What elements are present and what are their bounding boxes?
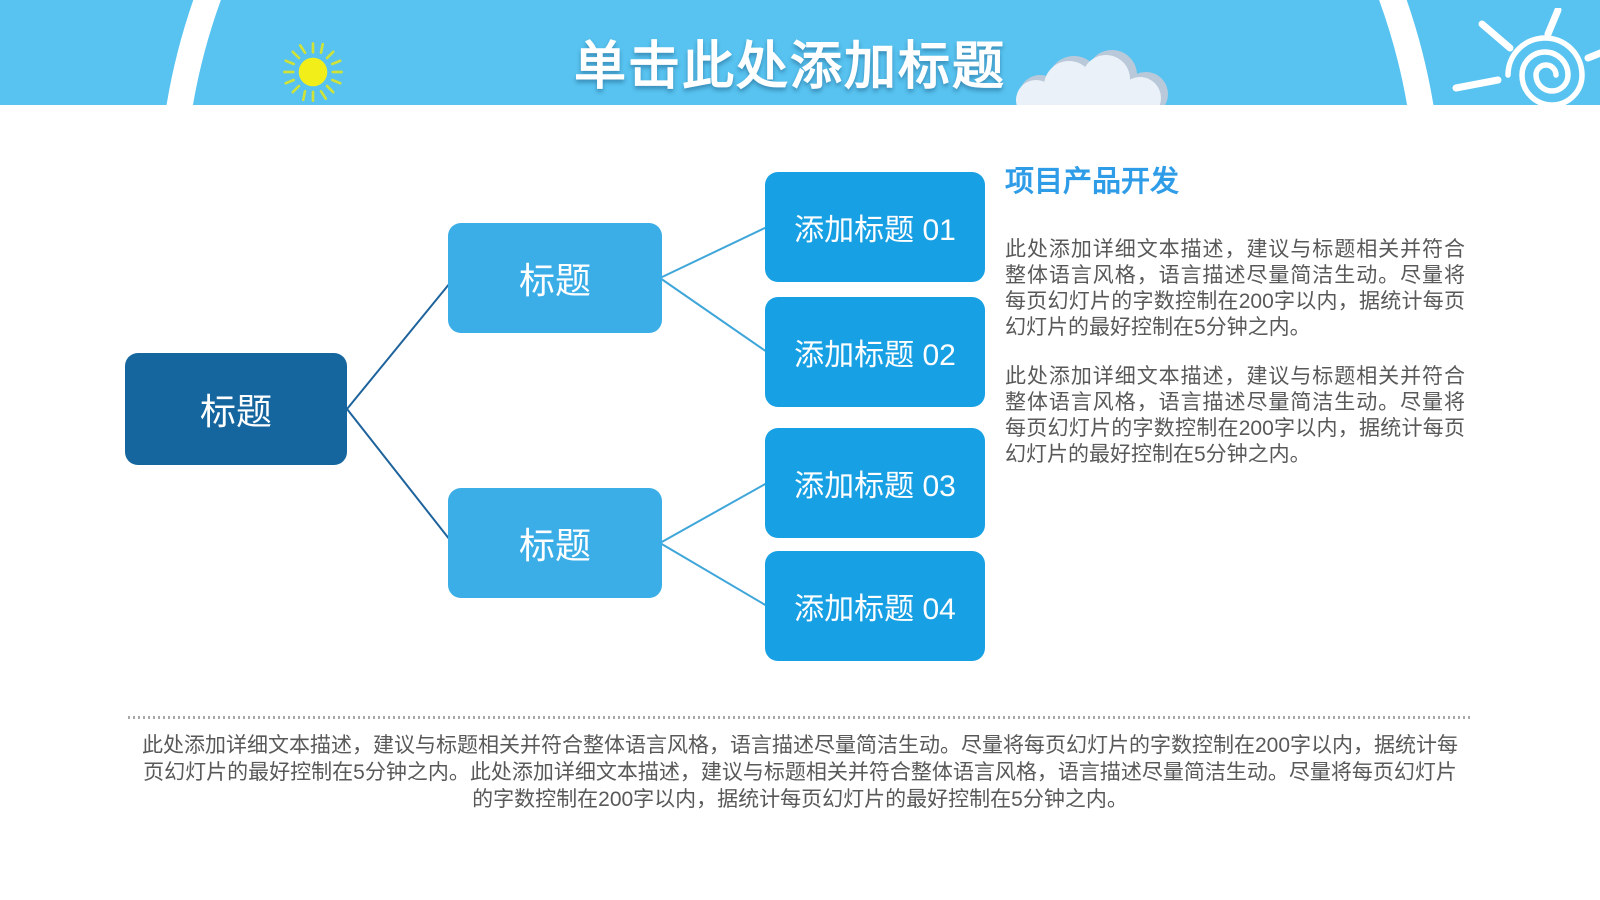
diagram-root-label: 标题 (199, 391, 272, 432)
diagram-leaf-label-3: 添加标题 03 (794, 470, 956, 503)
sun-icon (283, 42, 343, 102)
cloud-icon (1016, 50, 1168, 105)
diagram-leaf-box-2: 添加标题 02 (765, 297, 985, 407)
diagram-leaf-label-4: 添加标题 04 (794, 593, 956, 626)
section-paragraph-2: 此处添加详细文本描述，建议与标题相关并符合整体语言风格，语言描述尽量简洁生动。尽… (1005, 365, 1465, 466)
diagram-leaf-box-1: 添加标题 01 (765, 172, 985, 282)
header-banner: 单击此处添加标题 (0, 0, 1600, 105)
dotted-divider (128, 716, 1472, 719)
diagram-branch-label-2: 标题 (518, 525, 591, 566)
diagram-leaf-box-4: 添加标题 04 (765, 551, 985, 661)
diagram-leaf-label-2: 添加标题 02 (794, 339, 956, 372)
diagram-root-box: 标题 (125, 353, 347, 465)
diagram-leaf-label-1: 添加标题 01 (794, 214, 956, 247)
spiral-sun-icon (1452, 8, 1600, 105)
diagram-branch-box-2: 标题 (448, 488, 662, 598)
section-heading: 项目产品开发 (1005, 166, 1180, 198)
section-paragraph-1: 此处添加详细文本描述，建议与标题相关并符合整体语言风格，语言描述尽量简洁生动。尽… (1005, 238, 1465, 339)
footer-paragraph: 此处添加详细文本描述，建议与标题相关并符合整体语言风格，语言描述尽量简洁生动。尽… (141, 734, 1459, 811)
diagram-branch-box-1: 标题 (448, 223, 662, 333)
diagram-leaf-box-3: 添加标题 03 (765, 428, 985, 538)
page-title: 单击此处添加标题 (573, 38, 1006, 96)
diagram-branch-label-1: 标题 (518, 260, 591, 301)
